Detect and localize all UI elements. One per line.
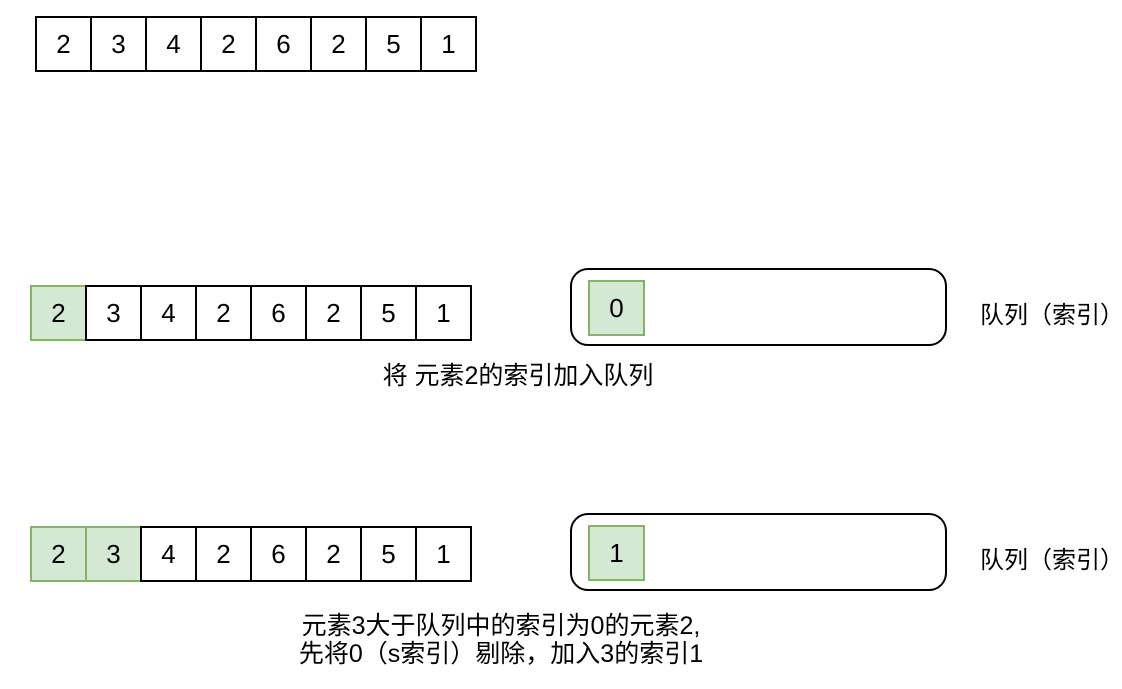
value-cell: 2 xyxy=(195,526,252,582)
value-cell: 1 xyxy=(420,16,477,72)
queue-box-step1: 0 xyxy=(570,268,947,346)
caption-step1: 将 元素2的索引加入队列 xyxy=(382,362,654,390)
value-cell: 4 xyxy=(140,285,197,341)
value-cell: 2 xyxy=(30,285,87,341)
value-cell: 5 xyxy=(360,285,417,341)
value-cell: 2 xyxy=(305,526,362,582)
value-cell: 3 xyxy=(85,285,142,341)
value-cell: 5 xyxy=(360,526,417,582)
value-cell: 4 xyxy=(140,526,197,582)
queue-cells-step2: 1 xyxy=(588,525,645,581)
queue-label-step1: 队列（索引） xyxy=(980,302,1122,329)
value-cell: 5 xyxy=(365,16,422,72)
value-cell: 4 xyxy=(145,16,202,72)
caption-step2: 元素3大于队列中的索引为0的元素2, 先将0（s索引）剔除，加入3的索引1 xyxy=(261,612,741,668)
value-cell: 3 xyxy=(90,16,147,72)
value-cell: 1 xyxy=(588,525,645,581)
value-cell: 0 xyxy=(588,280,645,336)
queue-label-step2: 队列（索引） xyxy=(980,547,1122,574)
queue-box-step2: 1 xyxy=(570,513,947,591)
value-cell: 3 xyxy=(85,526,142,582)
caption-step2-line1: 元素3大于队列中的索引为0的元素2, xyxy=(301,612,701,640)
value-cell: 2 xyxy=(35,16,92,72)
value-cell: 2 xyxy=(305,285,362,341)
queue-cells-step1: 0 xyxy=(588,280,645,336)
value-cell: 6 xyxy=(255,16,312,72)
value-cell: 2 xyxy=(200,16,257,72)
value-cell: 1 xyxy=(415,285,472,341)
value-cell: 2 xyxy=(30,526,87,582)
value-cell: 6 xyxy=(250,526,307,582)
value-cell: 6 xyxy=(250,285,307,341)
value-cell: 2 xyxy=(195,285,252,341)
value-cell: 2 xyxy=(310,16,367,72)
value-cell: 1 xyxy=(415,526,472,582)
caption-step2-line2: 先将0（s索引）剔除，加入3的索引1 xyxy=(298,640,704,668)
